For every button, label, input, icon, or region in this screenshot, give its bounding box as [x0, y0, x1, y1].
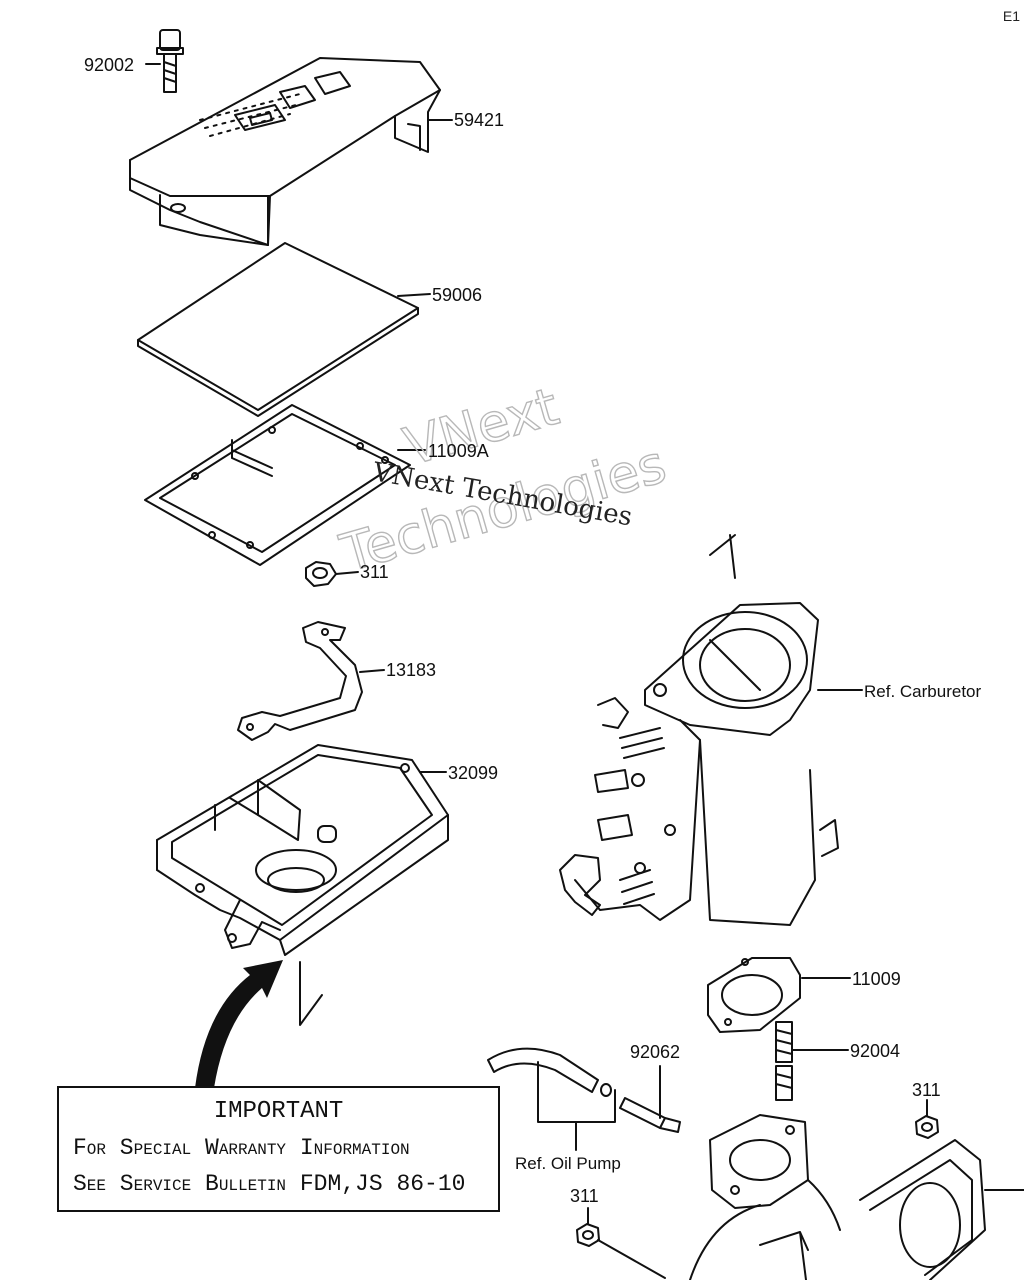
part-label-59421: 59421: [454, 110, 504, 130]
nut-311-right: [916, 1116, 938, 1138]
part-label-92002: 92002: [84, 55, 134, 75]
leader-13183: [360, 670, 384, 672]
gasket-11009: [708, 958, 800, 1032]
part-label-311-upper: 311: [360, 562, 389, 582]
part-label-32099: 32099: [448, 763, 498, 783]
part-label-13183: 13183: [386, 660, 436, 680]
notice-line-2: See Service Bulletin FDM,JS 86-10: [73, 1171, 466, 1197]
curved-arrow-icon: [195, 960, 283, 1088]
nut-311-upper: [306, 562, 336, 586]
bolt-92002: [157, 30, 183, 92]
leader-311-left: [588, 1208, 665, 1278]
part-label-59006: 59006: [432, 285, 482, 305]
intake-manifold: [690, 1115, 1024, 1280]
part-label-92004: 92004: [850, 1041, 900, 1061]
leader-59006: [398, 294, 430, 296]
fitting-92062: [601, 1084, 680, 1132]
warranty-notice-box: IMPORTANT For Special Warranty Informati…: [57, 1086, 500, 1212]
part-label-311-right: 311: [912, 1080, 941, 1100]
part-label-92062: 92062: [630, 1042, 680, 1062]
oil-hose: [488, 1049, 598, 1092]
leader-311-upper: [336, 572, 358, 574]
filter-59006: [138, 243, 418, 416]
carburetor-assembly: [560, 535, 838, 925]
corner-code: E1: [1002, 8, 1020, 24]
part-label-11009A: 11009A: [428, 441, 489, 461]
ref-label-carburetor: Ref. Carburetor: [864, 682, 981, 701]
notice-line-1: For Special Warranty Information: [73, 1135, 410, 1161]
watermark: VNext Technologies: [333, 376, 673, 585]
stud-92004: [776, 1022, 792, 1100]
part-label-11009: 11009: [852, 969, 901, 989]
base-32099: [157, 745, 448, 955]
part-label-311-left: 311: [570, 1186, 599, 1206]
notice-heading: IMPORTANT: [213, 1098, 344, 1125]
bracket-13183: [238, 622, 362, 740]
gasket-11009A: [145, 405, 410, 565]
leader-oil-pump: [538, 1062, 615, 1150]
cover-59421: [130, 58, 440, 245]
watermark-line1: VNext: [398, 377, 565, 478]
nut-311-left: [577, 1224, 599, 1246]
break-mark: [300, 962, 322, 1025]
ref-label-oil-pump: Ref. Oil Pump: [515, 1154, 621, 1173]
